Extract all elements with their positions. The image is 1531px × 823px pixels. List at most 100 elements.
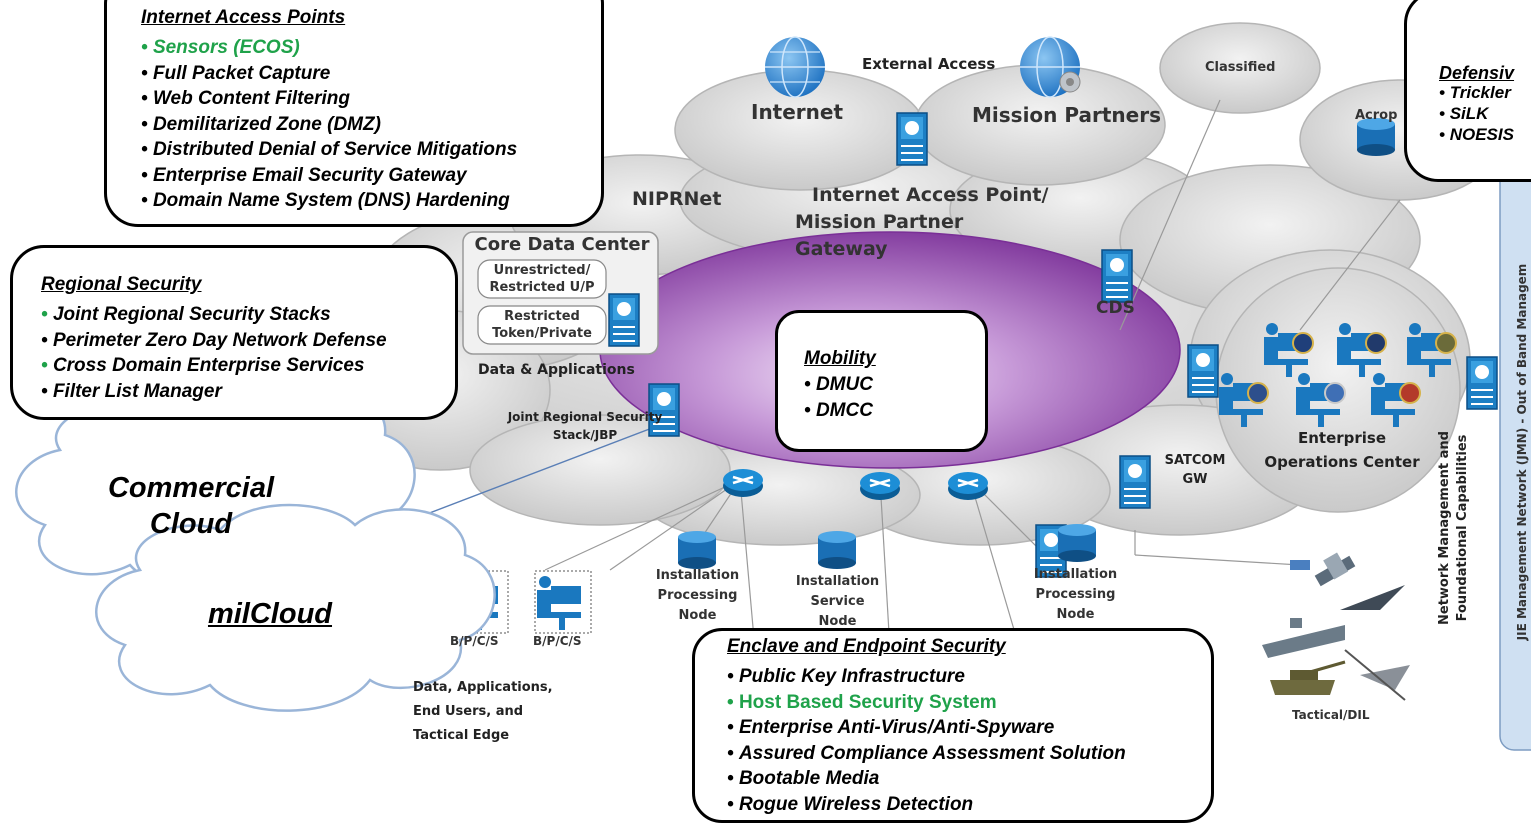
cds-firewall-icon	[1101, 249, 1133, 303]
iap-item: Distributed Denial of Service Mitigation…	[141, 137, 601, 163]
enclave-item: Public Key Infrastructure	[727, 664, 1211, 690]
iap-item: Sensors (ECOS)	[141, 35, 601, 61]
iap-item: Full Packet Capture	[141, 61, 601, 87]
isn-label: Installation Service Node	[790, 572, 885, 632]
iap-item: Enterprise Email Security Gateway	[141, 163, 601, 189]
jrss-label: Joint Regional Security Stack/JBP	[500, 408, 670, 444]
commercial-line2: Cloud	[149, 508, 233, 540]
satcom-firewall-icon	[1119, 455, 1151, 509]
tactical-label: Tactical/DIL	[1292, 708, 1370, 722]
commercial-cloud-label: Commercial Cloud	[96, 470, 286, 542]
cds-label: CDS	[1096, 298, 1135, 318]
iap-item: Demilitarized Zone (DMZ)	[141, 112, 601, 138]
enclave-item: Assured Compliance Assessment Solution	[727, 741, 1211, 767]
jmn-label: JIE Management Network (JMN) - Out of Ba…	[1515, 263, 1529, 641]
unrestricted-label: Unrestricted/ Restricted U/P	[478, 262, 606, 296]
database-icon	[1357, 118, 1395, 156]
restricted-line1: Restricted	[504, 309, 580, 324]
data-applications-label: Data & Applications	[478, 362, 635, 378]
end-user-icon	[537, 576, 581, 630]
external-access-label: External Access	[862, 55, 996, 73]
edge-line2: End Users, and	[413, 704, 524, 719]
classified-bubble	[1159, 22, 1321, 114]
iap-gateway-line2: Mission Partner Gateway	[795, 211, 964, 260]
database-icon	[818, 531, 856, 569]
internet-label: Internet	[751, 100, 844, 124]
satellite-icon	[1290, 560, 1310, 570]
milcloud	[95, 503, 496, 712]
defensive-title: Defensiv	[1439, 63, 1515, 83]
defensive-list: Trickler SiLK NOESIS	[1439, 82, 1531, 145]
regional-security-title: Regional Security	[41, 274, 202, 295]
niprnet-label: NIPRNet	[632, 188, 722, 210]
mobility-list: DMUC DMCC	[804, 372, 985, 423]
mission-partners-label: Mission Partners	[972, 103, 1161, 127]
iap-item: Domain Name System (DNS) Hardening	[141, 188, 601, 214]
router-icon	[858, 470, 902, 502]
iap-gateway-label: Internet Access Point/ Mission Partner G…	[795, 182, 1060, 263]
mobility-item: DMUC	[804, 372, 985, 398]
database-icon	[1058, 524, 1096, 562]
acrop-label: Acrop	[1355, 108, 1398, 123]
router-icon	[721, 467, 765, 499]
commercial-line1: Commercial	[107, 472, 274, 504]
isn-line2: Service	[810, 594, 865, 609]
iap-firewall-icon	[896, 112, 928, 166]
core-firewall-icon	[608, 293, 640, 347]
restricted-label: Restricted Token/Private	[478, 308, 606, 342]
nm-line2: Foundational Capabilities	[1455, 434, 1470, 622]
unrestricted-line1: Unrestricted/	[493, 263, 591, 278]
bpcs-label-1: B/P/C/S	[450, 634, 499, 648]
ipn-left-line2: Processing	[657, 588, 738, 603]
iap-item: Web Content Filtering	[141, 86, 601, 112]
milcloud-label: milCloud	[207, 598, 333, 630]
satcom-line2: GW	[1182, 472, 1208, 487]
internet-access-points-list: Sensors (ECOS) Full Packet Capture Web C…	[141, 35, 601, 214]
core-data-center-label: Core Data Center	[474, 234, 650, 255]
ipn-right-line2: Processing	[1035, 587, 1116, 602]
mobility-title: Mobility	[804, 348, 876, 369]
ipn-right-line3: Node	[1056, 607, 1095, 622]
satcom-gw-label: SATCOM GW	[1160, 451, 1230, 489]
mobility-item: DMCC	[804, 398, 985, 424]
enclave-endpoint-callout: Enclave and Endpoint Security Public Key…	[692, 628, 1214, 823]
defensive-item: Trickler	[1439, 82, 1531, 103]
enclave-item: Enterprise Anti-Virus/Anti-Spyware	[727, 715, 1211, 741]
nm-line1: Network Management and	[1437, 431, 1452, 625]
isn-line3: Node	[818, 614, 857, 629]
bpcs-frame	[534, 570, 592, 634]
unrestricted-line2: Restricted U/P	[489, 280, 595, 295]
ipn-left-line3: Node	[678, 608, 717, 623]
enclave-list: Public Key Infrastructure Host Based Sec…	[727, 664, 1211, 817]
internet-access-points-callout: Internet Access Points Sensors (ECOS) Fu…	[104, 0, 604, 227]
enclave-item: Rogue Wireless Detection	[727, 792, 1211, 818]
regional-item: Cross Domain Enterprise Services	[41, 353, 455, 379]
regional-item: Filter List Manager	[41, 379, 455, 405]
database-icon	[678, 531, 716, 569]
tactical-assets-icon	[1262, 552, 1410, 701]
edge-line3: Tactical Edge	[413, 728, 510, 743]
mission-partners-globe-icon	[1020, 36, 1081, 98]
regional-security-callout: Regional Security Joint Regional Securit…	[10, 245, 458, 420]
restricted-pill	[477, 305, 607, 345]
defensive-item: SiLK	[1439, 103, 1531, 124]
bpcs-label-2: B/P/C/S	[533, 634, 582, 648]
defensive-item: NOESIS	[1439, 124, 1531, 145]
regional-item: Joint Regional Security Stacks	[41, 302, 455, 328]
ipn-right-line1: Installation	[1033, 567, 1118, 582]
enclave-title: Enclave and Endpoint Security	[727, 636, 1006, 657]
jrss-line2: Stack/JBP	[552, 428, 618, 442]
edge-line1: Data, Applications,	[413, 680, 553, 695]
iap-gateway-line1: Internet Access Point/	[812, 184, 1049, 206]
router-icon	[946, 470, 990, 502]
enclave-item: Host Based Security System	[727, 690, 1211, 716]
internet-globe-icon	[765, 36, 825, 98]
mobility-callout: Mobility DMUC DMCC	[775, 310, 988, 452]
service-seal-icons	[1247, 332, 1457, 404]
eoc-label: Enterprise Operations Center	[1262, 426, 1422, 474]
regional-security-list: Joint Regional Security Stacks Perimeter…	[41, 302, 455, 404]
classified-label: Classified	[1205, 60, 1276, 75]
eoc-left-firewall-icon	[1187, 344, 1219, 398]
